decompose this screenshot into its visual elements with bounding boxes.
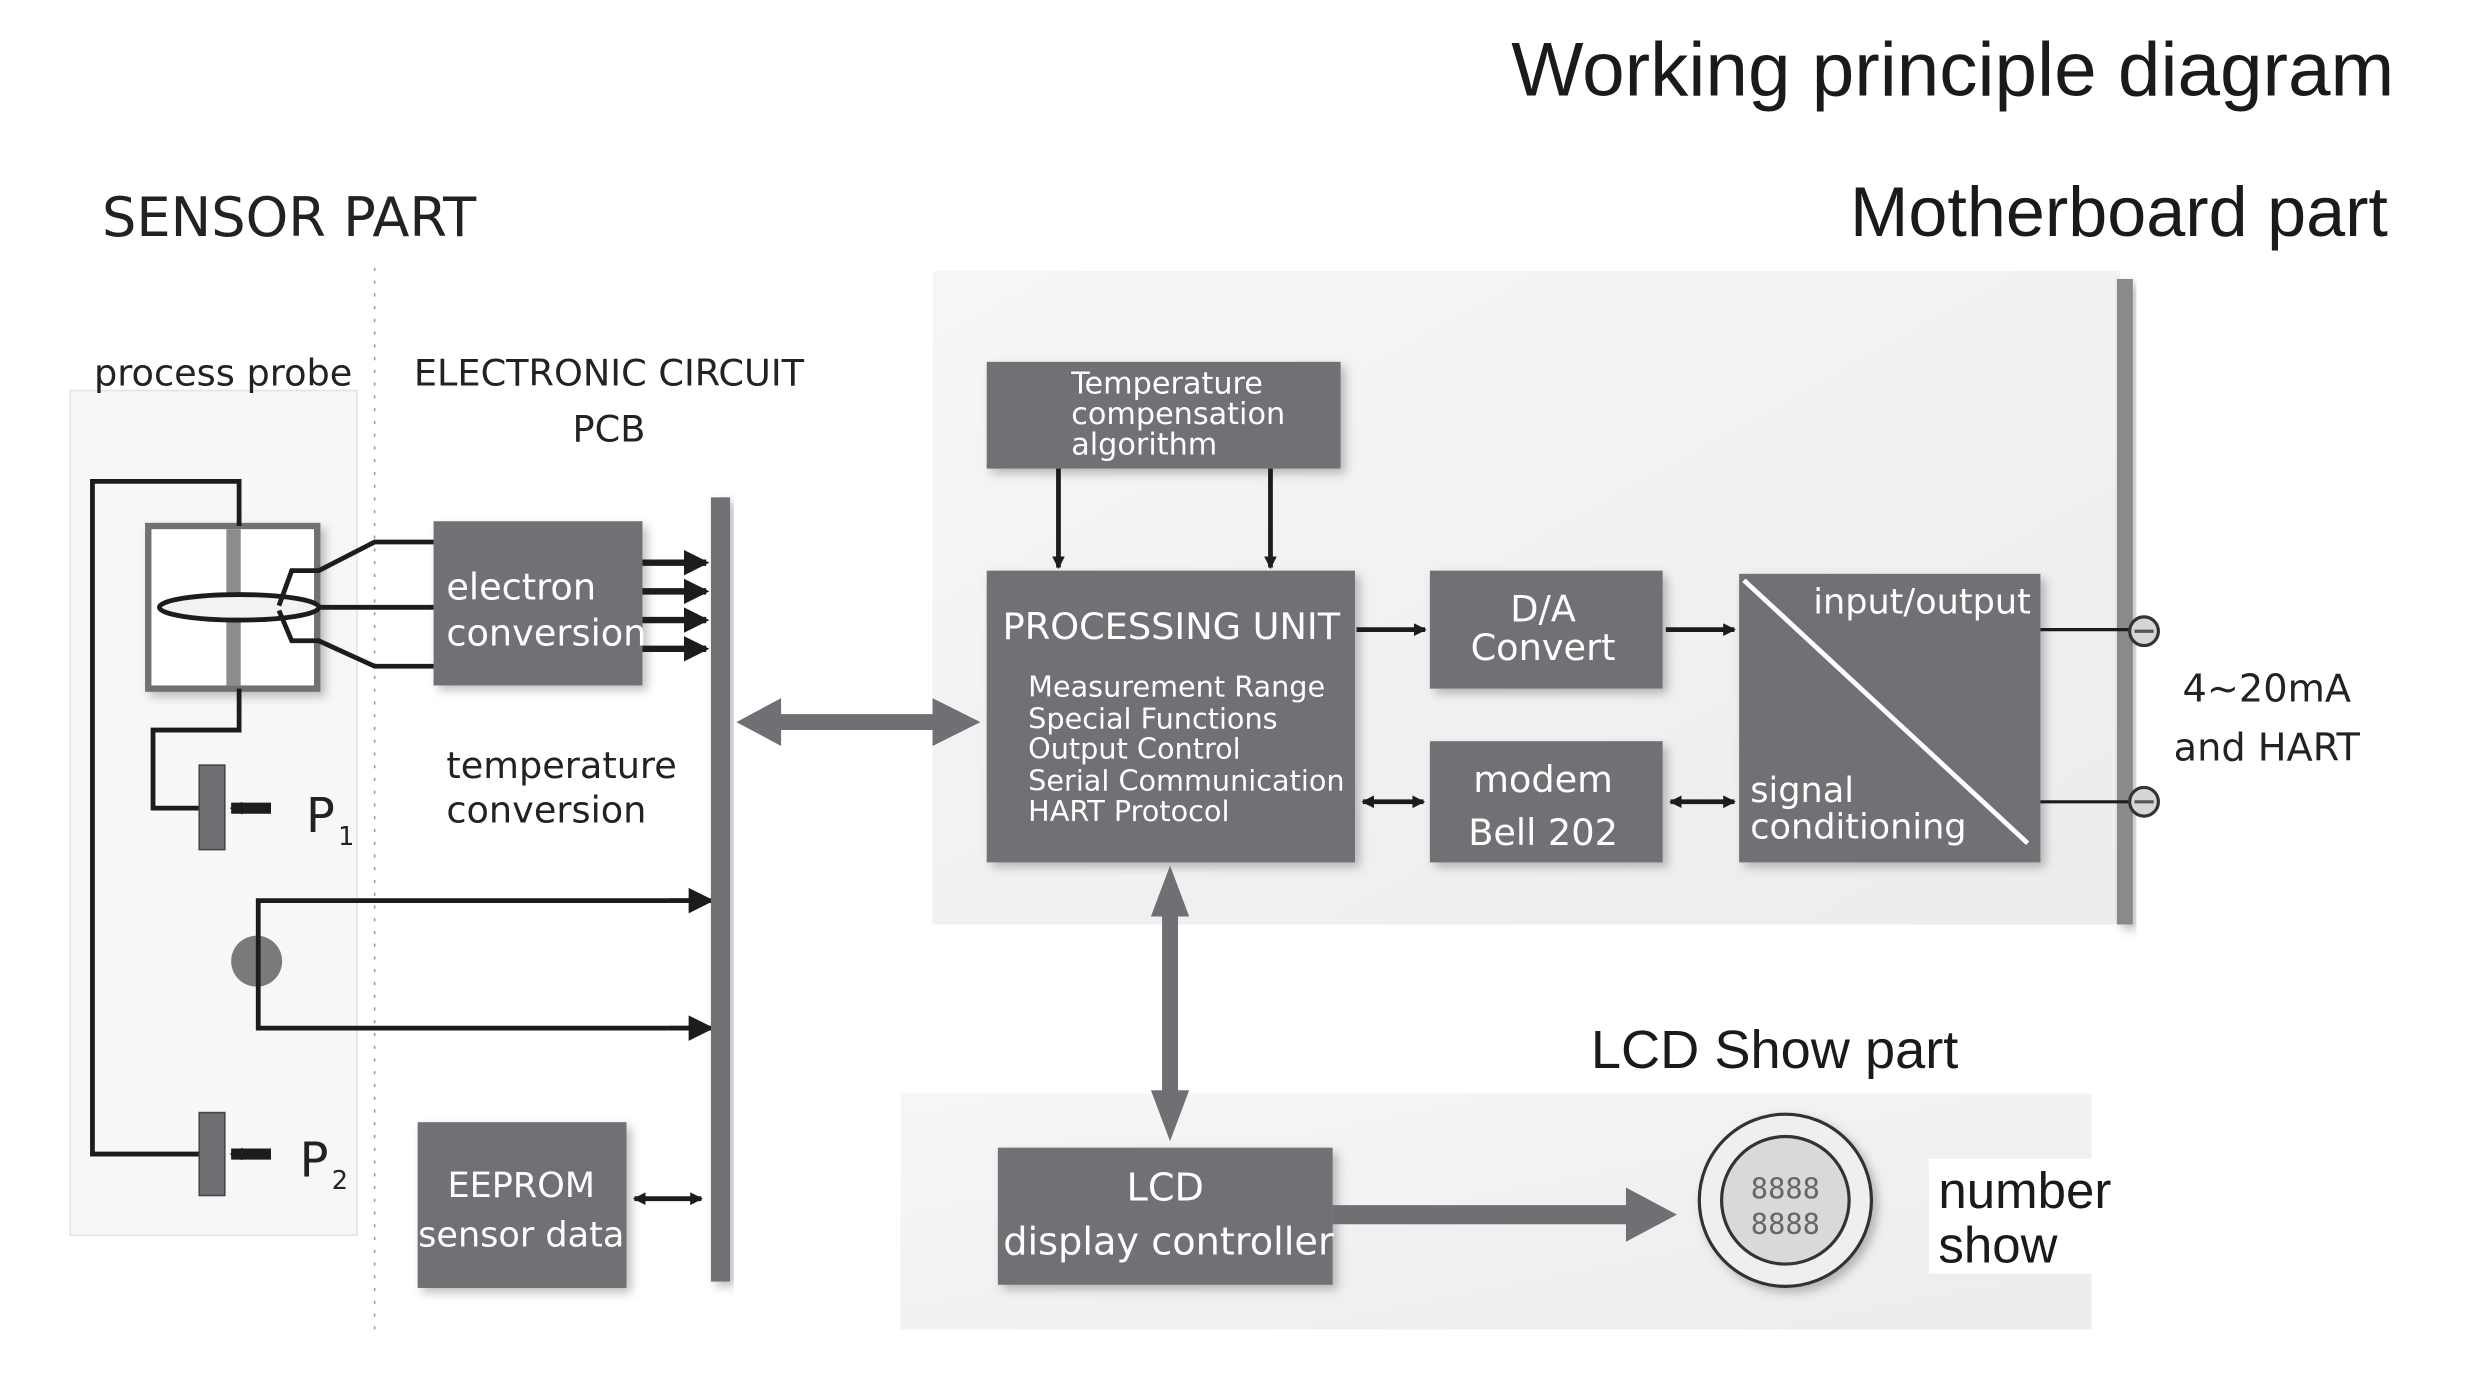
- output-label-line1: 4~20mA: [2183, 666, 2351, 711]
- p1-diaphragm: [198, 764, 226, 851]
- outer-loop-wire: [90, 478, 242, 1157]
- svg-text:signal: signal: [1750, 770, 1854, 811]
- processing-function: Output Control: [1028, 732, 1240, 766]
- bus-to-processing-arrow: [736, 698, 981, 746]
- svg-text:Convert: Convert: [1471, 626, 1616, 669]
- svg-text:8888: 8888: [1751, 1207, 1820, 1241]
- processing-function: Serial Communication: [1028, 764, 1344, 798]
- lcd-display-controller-block: LCD display controller: [997, 1147, 1334, 1285]
- svg-text:EEPROM: EEPROM: [447, 1165, 595, 1206]
- svg-text:conditioning: conditioning: [1750, 806, 1966, 847]
- svg-text:display controller: display controller: [1003, 1219, 1334, 1264]
- terminal-screw-bottom-icon: [2128, 785, 2160, 818]
- processing-to-lcd-arrow: [1150, 865, 1190, 1142]
- modem-block: modem Bell 202: [1429, 741, 1663, 863]
- svg-text:Temperature: Temperature: [1070, 367, 1263, 402]
- svg-text:electron: electron: [446, 565, 596, 608]
- svg-text:Bell 202: Bell 202: [1468, 811, 1618, 854]
- motherboard-part-heading: Motherboard part: [1850, 173, 2388, 251]
- temperature-compensation-block: Temperature compensation algorithm: [986, 361, 1341, 469]
- processing-function: Measurement Range: [1028, 670, 1325, 704]
- temperature-conversion-label-1: temperature: [446, 744, 676, 787]
- lcd-display-icon: 8888 8888: [1697, 1112, 1874, 1288]
- number-show-label-2: show: [1938, 1216, 2057, 1273]
- svg-text:compensation: compensation: [1071, 397, 1285, 432]
- processing-function: Special Functions: [1028, 701, 1277, 735]
- lcd-part-heading: LCD Show part: [1591, 1020, 1958, 1080]
- controller-to-display-arrow: [1332, 1187, 1677, 1242]
- svg-text:algorithm: algorithm: [1071, 427, 1217, 462]
- number-show-label-1: number: [1938, 1162, 2111, 1219]
- capsule-wire-bottom: [276, 609, 434, 669]
- processing-unit-title: PROCESSING UNIT: [1003, 605, 1341, 648]
- sensor-capsule-icon: [145, 522, 322, 692]
- terminal-screw-top-icon: [2128, 615, 2160, 648]
- svg-text:LCD: LCD: [1127, 1165, 1204, 1210]
- processing-function: HART Protocol: [1028, 794, 1229, 828]
- svg-text:modem: modem: [1473, 758, 1613, 801]
- p2-diaphragm: [198, 1111, 226, 1197]
- svg-text:D/A: D/A: [1510, 588, 1576, 631]
- sensor-bus-bar: [710, 497, 731, 1282]
- input-output-signal-conditioning-block: input/output signal conditioning: [1739, 573, 2041, 863]
- da-convert-block: D/A Convert: [1429, 570, 1663, 689]
- temperature-conversion-label-2: conversion: [446, 789, 646, 832]
- electron-conversion-outputs: [642, 549, 710, 662]
- output-label-line2: and HART: [2174, 725, 2361, 770]
- eeprom-block: EEPROM sensor data: [417, 1122, 627, 1288]
- p1-wire: [150, 688, 242, 811]
- temp-sensor-wire: [255, 898, 702, 1031]
- pcb-label-line1: ELECTRONIC CIRCUIT: [414, 352, 805, 395]
- page-title: Working principle diagram: [1511, 28, 2394, 113]
- output-label-bg: [2159, 653, 2384, 782]
- pcb-label-line2: PCB: [573, 408, 646, 451]
- svg-text:8888: 8888: [1751, 1172, 1820, 1206]
- processing-unit-block: PROCESSING UNIT Measurement Range Specia…: [986, 570, 1355, 863]
- number-show-bg: [1928, 1158, 2121, 1274]
- svg-text:input/output: input/output: [1813, 582, 2031, 623]
- sensor-part-heading: SENSOR PART: [102, 186, 477, 249]
- svg-text:conversion: conversion: [446, 612, 646, 655]
- process-probe-label: process probe: [94, 352, 352, 395]
- svg-text:sensor data: sensor data: [418, 1215, 624, 1256]
- electron-conversion-block: electron conversion: [433, 521, 646, 686]
- motherboard-edge: [2116, 278, 2133, 925]
- capsule-wire-top: [276, 539, 434, 607]
